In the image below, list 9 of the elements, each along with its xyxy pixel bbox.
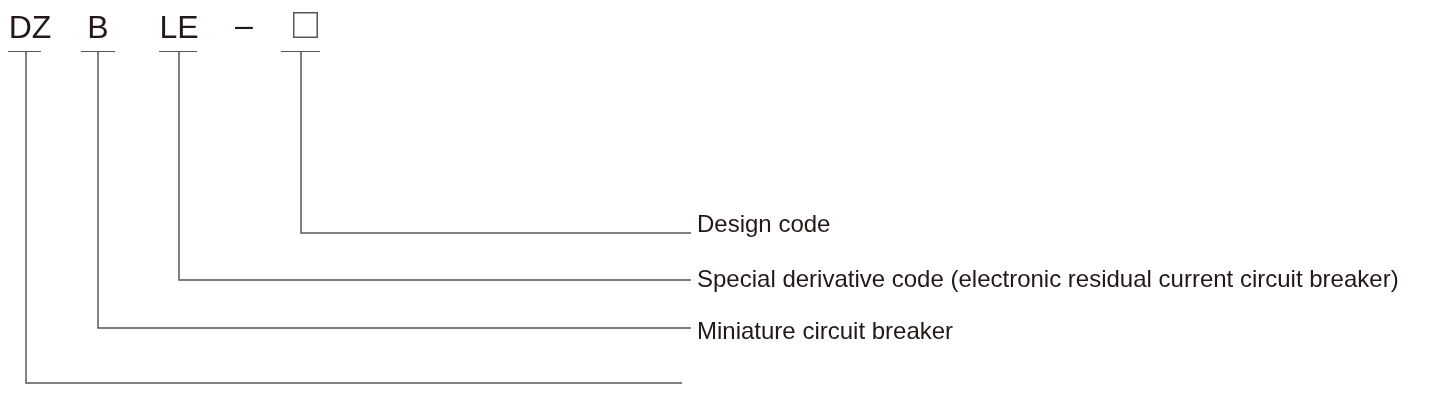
description-text: Design code [697, 210, 831, 238]
leader-line [178, 51, 692, 281]
leader-line [300, 51, 692, 234]
leader-line [97, 51, 692, 329]
blank-code-square [281, 11, 320, 52]
leader-line [25, 51, 683, 384]
description-text: Miniature circuit breaker [697, 317, 954, 345]
separator-dash: – [235, 9, 253, 41]
description-text: Special derivative code (electronic residual current circuit breaker) [697, 265, 1399, 293]
